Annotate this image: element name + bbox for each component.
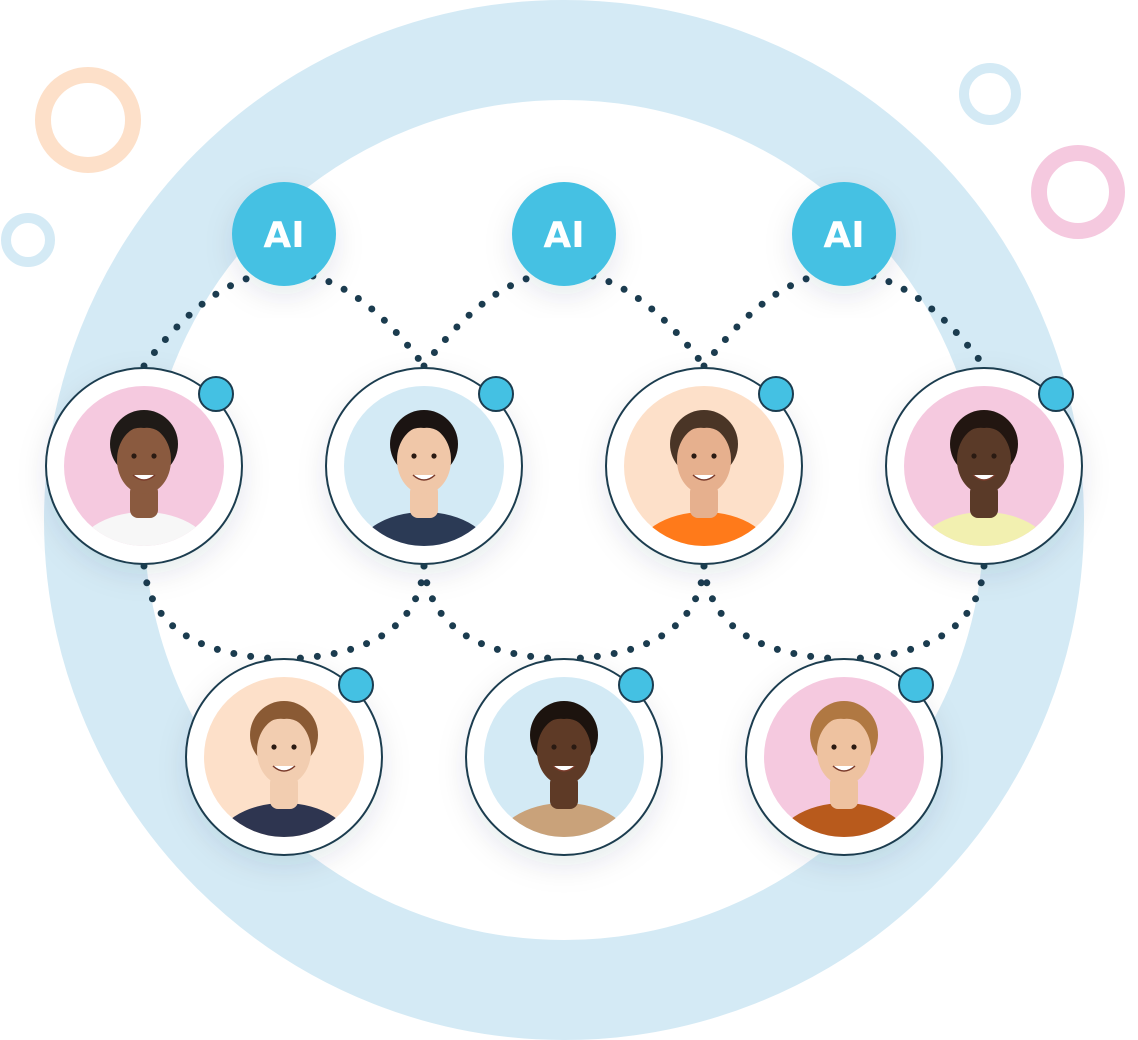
portrait-hair-fringe bbox=[675, 424, 733, 444]
portrait-hair-fringe bbox=[815, 715, 873, 735]
portrait-eye bbox=[571, 744, 577, 750]
portrait-shirt bbox=[774, 803, 914, 837]
ai-node-circle bbox=[512, 182, 616, 286]
dotted-connection bbox=[140, 562, 288, 663]
portrait-eye bbox=[691, 453, 697, 459]
portrait-hair-fringe bbox=[955, 424, 1013, 444]
status-dot bbox=[618, 667, 654, 703]
portrait-eye bbox=[431, 453, 437, 459]
portrait-hair-fringe bbox=[255, 715, 313, 735]
portrait-eye bbox=[851, 744, 857, 750]
avatar-portrait[interactable] bbox=[74, 410, 214, 604]
dotted-connection bbox=[420, 268, 708, 370]
portrait-face bbox=[397, 426, 451, 494]
portrait-eye bbox=[551, 744, 557, 750]
portrait-face bbox=[257, 717, 311, 785]
person-node-5[interactable] bbox=[185, 658, 383, 895]
deco-ring-pink bbox=[1031, 145, 1125, 239]
person-node-2[interactable] bbox=[325, 367, 523, 604]
ai-node-circle bbox=[232, 182, 336, 286]
deco-ring-peach bbox=[35, 67, 141, 173]
ai-node-label: AI bbox=[823, 215, 864, 256]
portrait-smile bbox=[972, 474, 996, 481]
portrait-eye bbox=[991, 453, 997, 459]
connection-lines bbox=[140, 268, 988, 663]
portrait-smile bbox=[132, 474, 156, 481]
portrait-smile bbox=[272, 765, 296, 772]
portrait-eye bbox=[151, 453, 157, 459]
portrait-face bbox=[537, 717, 591, 785]
avatar-portrait[interactable] bbox=[634, 410, 774, 604]
dotted-connection bbox=[280, 562, 428, 663]
portrait-smile bbox=[832, 765, 856, 772]
dotted-connection bbox=[140, 268, 428, 370]
portrait-shirt bbox=[914, 512, 1054, 546]
portrait-eye bbox=[831, 744, 837, 750]
portrait-eye bbox=[271, 744, 277, 750]
status-dot bbox=[198, 376, 234, 412]
portrait-hair-fringe bbox=[395, 424, 453, 444]
dotted-connection bbox=[560, 562, 708, 663]
status-dot bbox=[338, 667, 374, 703]
avatar-portrait[interactable] bbox=[494, 701, 634, 895]
portrait-eye bbox=[971, 453, 977, 459]
portrait-smile bbox=[412, 474, 436, 481]
ai-node-2[interactable]: AI bbox=[512, 182, 616, 286]
portrait-shirt bbox=[74, 512, 214, 546]
portrait-eye bbox=[711, 453, 717, 459]
person-node-6[interactable] bbox=[465, 658, 663, 895]
dotted-connection bbox=[700, 562, 848, 663]
person-node-1[interactable] bbox=[45, 367, 243, 604]
ai-node-circle bbox=[792, 182, 896, 286]
portrait-face bbox=[957, 426, 1011, 494]
ai-node-label: AI bbox=[543, 215, 584, 256]
portrait-shirt bbox=[214, 803, 354, 837]
portrait-eye bbox=[411, 453, 417, 459]
avatar-portrait[interactable] bbox=[914, 410, 1054, 604]
deco-ring-blue-top-right bbox=[959, 63, 1021, 125]
deco-ring-blue-small bbox=[1, 213, 55, 267]
portrait-face bbox=[117, 426, 171, 494]
ai-node-3[interactable]: AI bbox=[792, 182, 896, 286]
portrait-hair-fringe bbox=[535, 715, 593, 735]
person-node-3[interactable] bbox=[605, 367, 803, 604]
status-dot bbox=[1038, 376, 1074, 412]
avatar-portrait[interactable] bbox=[214, 701, 354, 895]
portrait-face bbox=[677, 426, 731, 494]
avatar-portrait[interactable] bbox=[774, 701, 914, 895]
portrait-eye bbox=[131, 453, 137, 459]
portrait-shirt bbox=[494, 803, 634, 837]
portrait-smile bbox=[552, 765, 576, 772]
ai-nodes: AI AI AI bbox=[232, 182, 896, 286]
ai-node-label: AI bbox=[263, 215, 304, 256]
status-dot bbox=[478, 376, 514, 412]
portrait-face bbox=[817, 717, 871, 785]
portrait-shirt bbox=[634, 512, 774, 546]
portrait-smile bbox=[692, 474, 716, 481]
people-nodes bbox=[45, 367, 1083, 895]
portrait-eye bbox=[291, 744, 297, 750]
ai-node-1[interactable]: AI bbox=[232, 182, 336, 286]
dotted-connection bbox=[840, 562, 988, 663]
status-dot bbox=[758, 376, 794, 412]
dotted-connection bbox=[700, 268, 988, 370]
dotted-connection bbox=[420, 562, 568, 663]
person-node-4[interactable] bbox=[885, 367, 1083, 604]
status-dot bbox=[898, 667, 934, 703]
portrait-hair-fringe bbox=[115, 424, 173, 444]
avatar-portrait[interactable] bbox=[354, 410, 494, 604]
portrait-shirt bbox=[354, 512, 494, 546]
person-node-7[interactable] bbox=[745, 658, 943, 895]
